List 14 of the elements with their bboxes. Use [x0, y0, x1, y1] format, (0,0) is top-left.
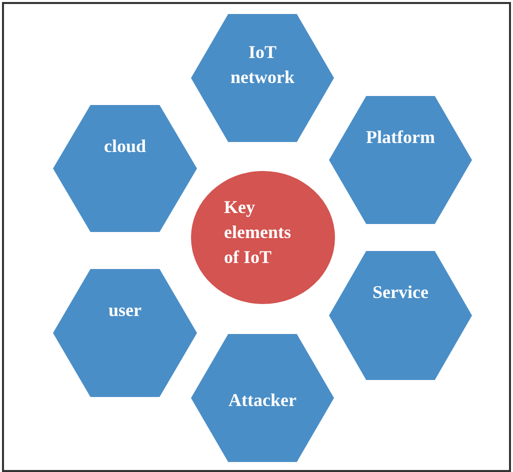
- hexagon-node: [329, 96, 472, 224]
- node-label: cloud: [102, 135, 147, 158]
- hexagon-node: [191, 334, 334, 462]
- node-label: user: [108, 299, 142, 322]
- hexagon-node: [191, 14, 334, 142]
- circle-node: [191, 171, 335, 304]
- node-label: IoT network: [230, 41, 296, 89]
- node-label: Attacker: [228, 389, 298, 412]
- hexagon-node: [53, 269, 197, 397]
- node-label: Key elements of IoT: [224, 196, 292, 269]
- hexagon-node: [329, 251, 472, 380]
- node-label: Platform: [365, 126, 436, 149]
- node-label: Service: [372, 281, 430, 304]
- hexagon-node: [53, 105, 197, 232]
